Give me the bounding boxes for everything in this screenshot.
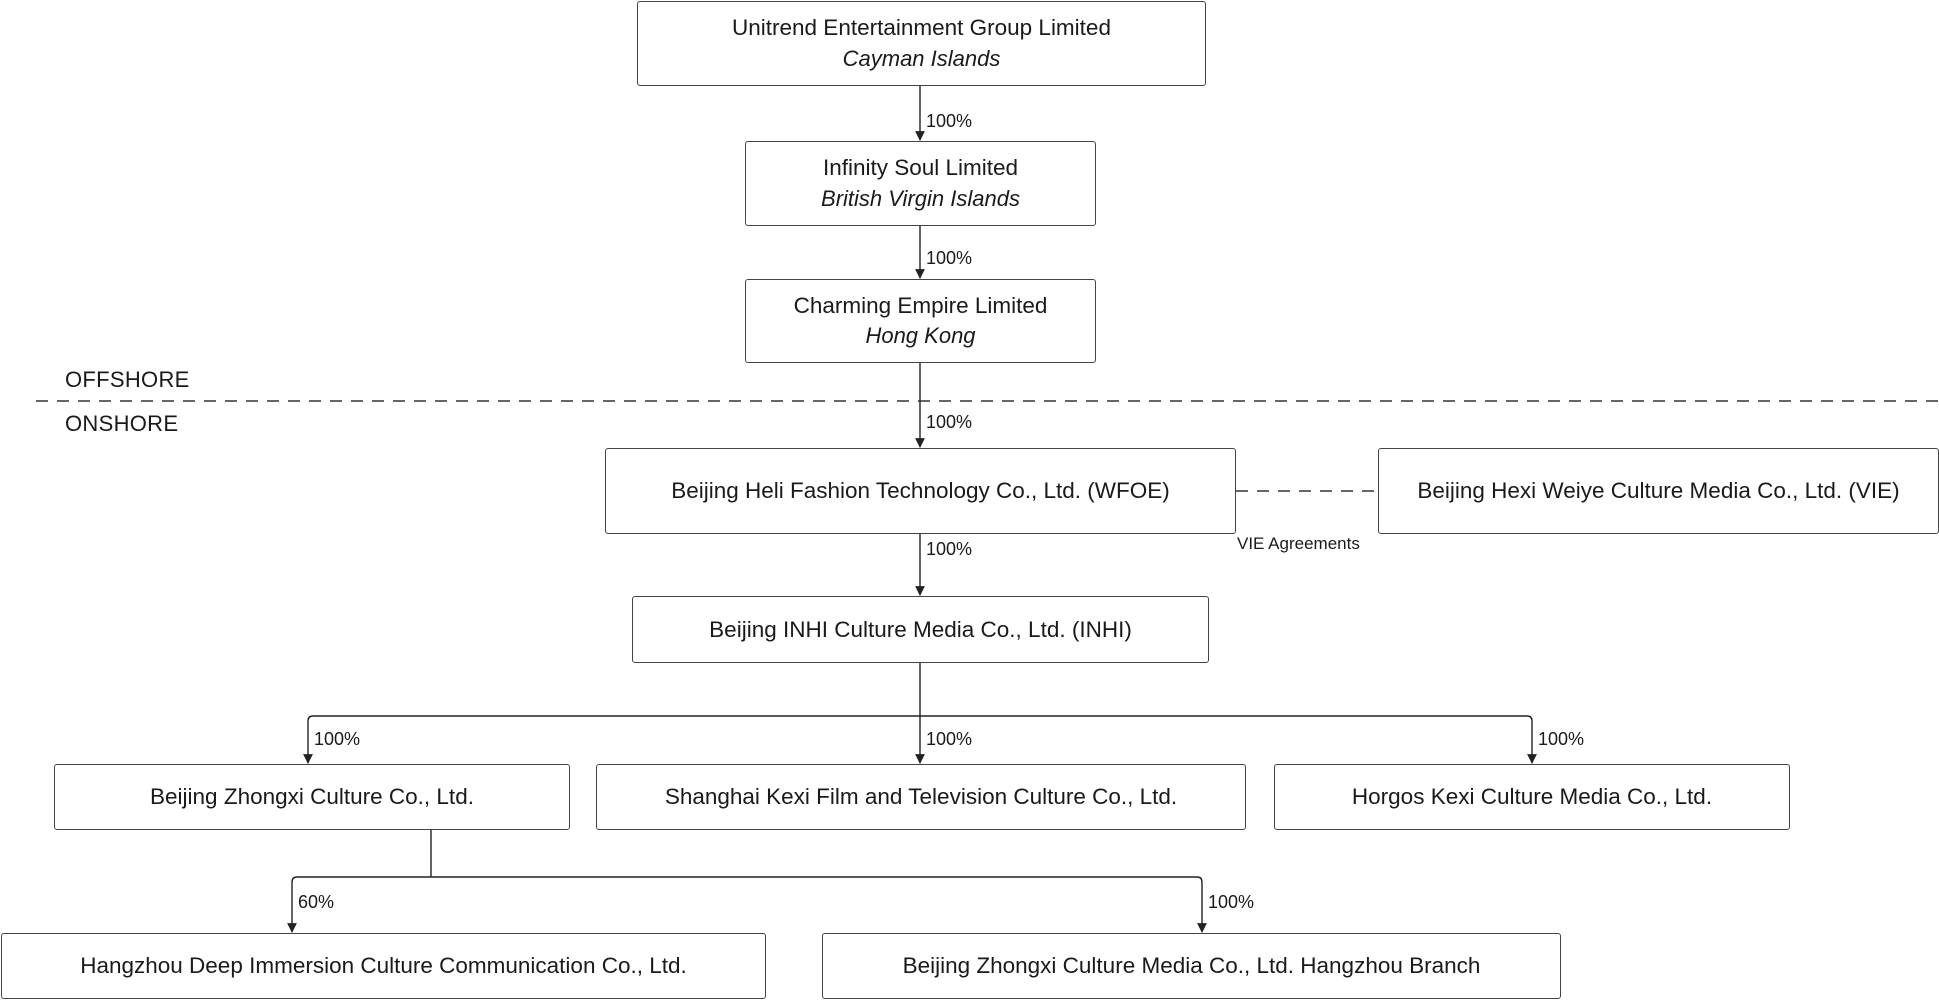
- node-hangzhou-branch: Beijing Zhongxi Culture Media Co., Ltd. …: [822, 933, 1561, 999]
- onshore-label: ONSHORE: [65, 411, 179, 436]
- node-inhi: Beijing INHI Culture Media Co., Ltd. (IN…: [632, 596, 1209, 663]
- node-name: Hangzhou Deep Immersion Culture Communic…: [80, 953, 687, 979]
- node-jurisdiction: Cayman Islands: [842, 45, 1001, 71]
- node-name: Unitrend Entertainment Group Limited: [732, 15, 1111, 41]
- node-horgos-kexi: Horgos Kexi Culture Media Co., Ltd.: [1274, 764, 1790, 830]
- node-jurisdiction: Hong Kong: [865, 323, 976, 349]
- ownership-label: 60%: [298, 892, 335, 912]
- node-name: Beijing Hexi Weiye Culture Media Co., Lt…: [1417, 478, 1900, 504]
- node-jurisdiction: British Virgin Islands: [821, 185, 1020, 211]
- node-hangzhou-deep-immersion: Hangzhou Deep Immersion Culture Communic…: [1, 933, 766, 999]
- node-name: Charming Empire Limited: [793, 292, 1048, 318]
- edge-inhi-horgos: [920, 715, 1537, 764]
- ownership-label: 100%: [926, 729, 973, 749]
- vie-agreements-label: VIE Agreements: [1237, 534, 1360, 553]
- ownership-label: 100%: [1208, 892, 1255, 912]
- ownership-label: 100%: [1538, 729, 1585, 749]
- node-shanghai-kexi: Shanghai Kexi Film and Television Cultur…: [596, 764, 1246, 830]
- edge-zhongxi-hangzhou-deep: [287, 876, 431, 933]
- node-vie: Beijing Hexi Weiye Culture Media Co., Lt…: [1378, 448, 1939, 534]
- offshore-label: OFFSHORE: [65, 367, 190, 392]
- node-infinity-soul: Infinity Soul Limited British Virgin Isl…: [745, 141, 1096, 226]
- node-wfoe: Beijing Heli Fashion Technology Co., Ltd…: [605, 448, 1236, 534]
- edge-zhongxi-hangzhou-branch: [431, 876, 1207, 933]
- ownership-label: 100%: [926, 248, 973, 268]
- node-name: Horgos Kexi Culture Media Co., Ltd.: [1351, 784, 1713, 810]
- node-unitrend: Unitrend Entertainment Group Limited Cay…: [637, 1, 1206, 86]
- edge-inhi-zhongxi: [303, 715, 920, 764]
- node-name: Shanghai Kexi Film and Television Cultur…: [664, 784, 1178, 810]
- node-charming-empire: Charming Empire Limited Hong Kong: [745, 279, 1096, 363]
- ownership-label: 100%: [314, 729, 361, 749]
- ownership-label: 100%: [926, 412, 973, 432]
- node-name: Beijing INHI Culture Media Co., Ltd. (IN…: [709, 616, 1132, 642]
- ownership-label: 100%: [926, 111, 973, 131]
- node-name: Beijing Zhongxi Culture Media Co., Ltd. …: [902, 953, 1481, 979]
- ownership-label: 100%: [926, 539, 973, 559]
- node-beijing-zhongxi: Beijing Zhongxi Culture Co., Ltd.: [54, 764, 570, 830]
- node-name: Beijing Heli Fashion Technology Co., Ltd…: [671, 478, 1170, 504]
- node-name: Beijing Zhongxi Culture Co., Ltd.: [150, 784, 474, 810]
- node-name: Infinity Soul Limited: [822, 155, 1019, 181]
